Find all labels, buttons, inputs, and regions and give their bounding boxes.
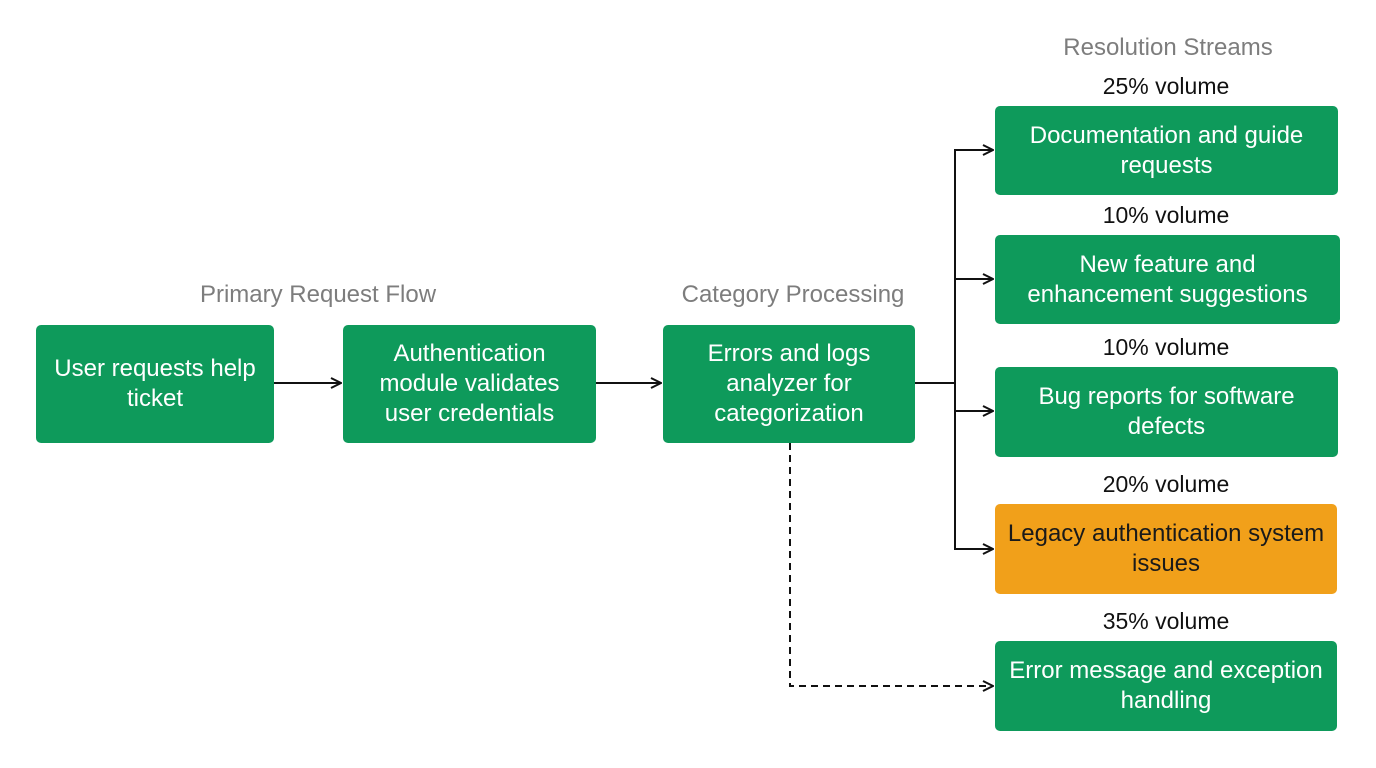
volume-label-error-message: 35% volume [1102,608,1230,634]
node-new-feature: New feature and enhancement suggestions [995,235,1340,324]
section-label-category: Category Processing [681,281,905,308]
node-bug-reports: Bug reports for software defects [995,367,1338,457]
node-new-feature-label: New feature and enhancement suggestions [1027,250,1308,308]
node-error-message: Error message and exception handling [995,641,1337,731]
section-label-primary: Primary Request Flow [199,281,437,308]
node-legacy-auth-label: Legacy authentication system issues [1007,520,1325,577]
node-documentation-label: Documentation and guide requests [1029,121,1304,179]
node-user-request-label: User requests help ticket [54,355,256,412]
node-legacy-auth: Legacy authentication system issues [995,504,1337,594]
node-error-message-label: Error message and exception handling [1009,657,1323,714]
node-errors-analyzer: Errors and logs analyzer for categorizat… [663,325,915,443]
node-bug-reports-label: Bug reports for software defects [1038,383,1295,440]
node-documentation: Documentation and guide requests [995,106,1338,195]
section-label-resolution: Resolution Streams [1063,34,1273,61]
volume-label-legacy-auth: 20% volume [1102,471,1230,497]
node-errors-analyzer-label: Errors and logs analyzer for categorizat… [707,340,871,427]
dashed-arrow-to-error-message [789,443,993,686]
node-authentication-label: Authentication module validates user cre… [379,340,560,427]
volume-label-bug-reports: 10% volume [1102,334,1230,360]
volume-label-documentation: 25% volume [1102,73,1230,99]
node-authentication: Authentication module validates user cre… [343,325,596,443]
volume-label-new-feature: 10% volume [1102,202,1230,228]
node-user-request: User requests help ticket [36,325,274,443]
